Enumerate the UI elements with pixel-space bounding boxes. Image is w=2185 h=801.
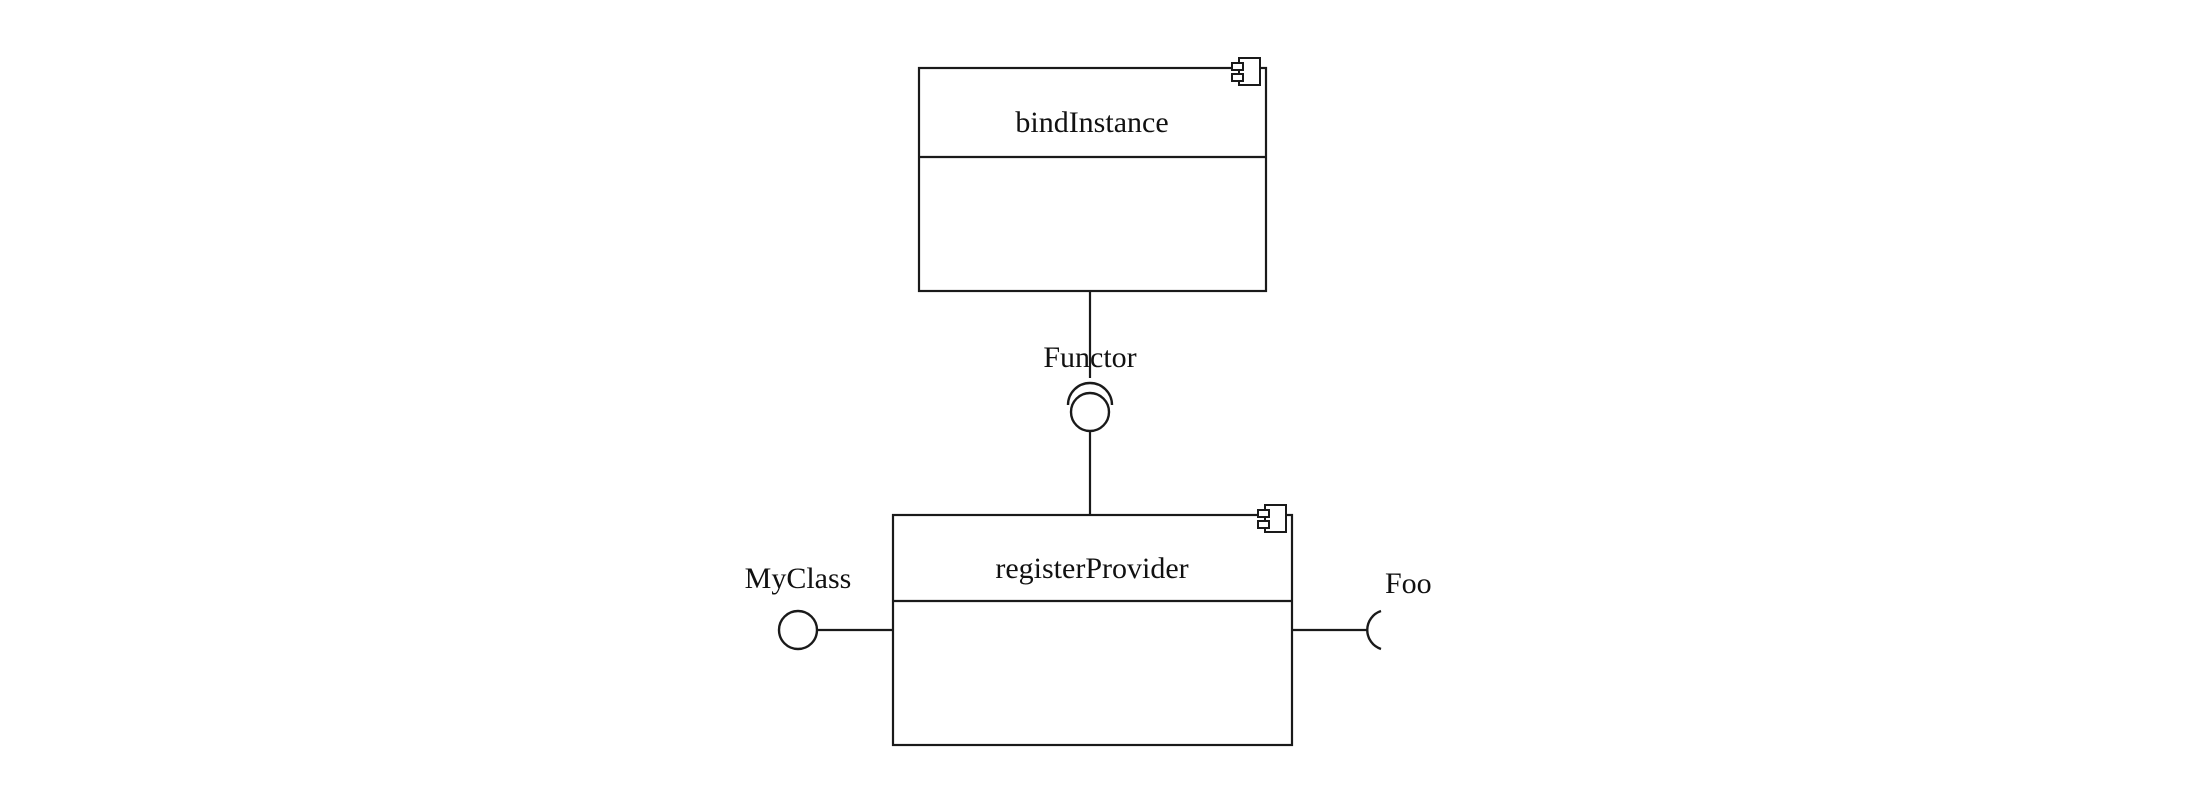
component-bindinstance-title: bindInstance <box>1015 106 1168 139</box>
connector-functor[interactable]: Functor <box>1043 291 1137 515</box>
interface-foo-required[interactable]: Foo <box>1292 567 1432 651</box>
component-icon <box>1231 57 1261 86</box>
foo-socket-icon <box>1366 609 1382 651</box>
component-registerprovider-box <box>891 513 1294 747</box>
functor-ball-circle <box>1069 391 1111 433</box>
interface-label-myclass: MyClass <box>745 562 852 595</box>
component-registerprovider[interactable]: registerProvider <box>891 504 1294 747</box>
component-bindinstance-box <box>917 66 1268 293</box>
interface-myclass-provided[interactable]: MyClass <box>745 562 893 651</box>
component-icon <box>1257 504 1287 533</box>
functor-socket-arc <box>1066 381 1114 406</box>
connector-label-functor: Functor <box>1043 341 1136 374</box>
myclass-ball-icon <box>777 609 819 651</box>
component-registerprovider-title: registerProvider <box>995 552 1188 585</box>
component-bindinstance[interactable]: bindInstance <box>917 57 1268 293</box>
interface-label-foo: Foo <box>1385 567 1432 600</box>
